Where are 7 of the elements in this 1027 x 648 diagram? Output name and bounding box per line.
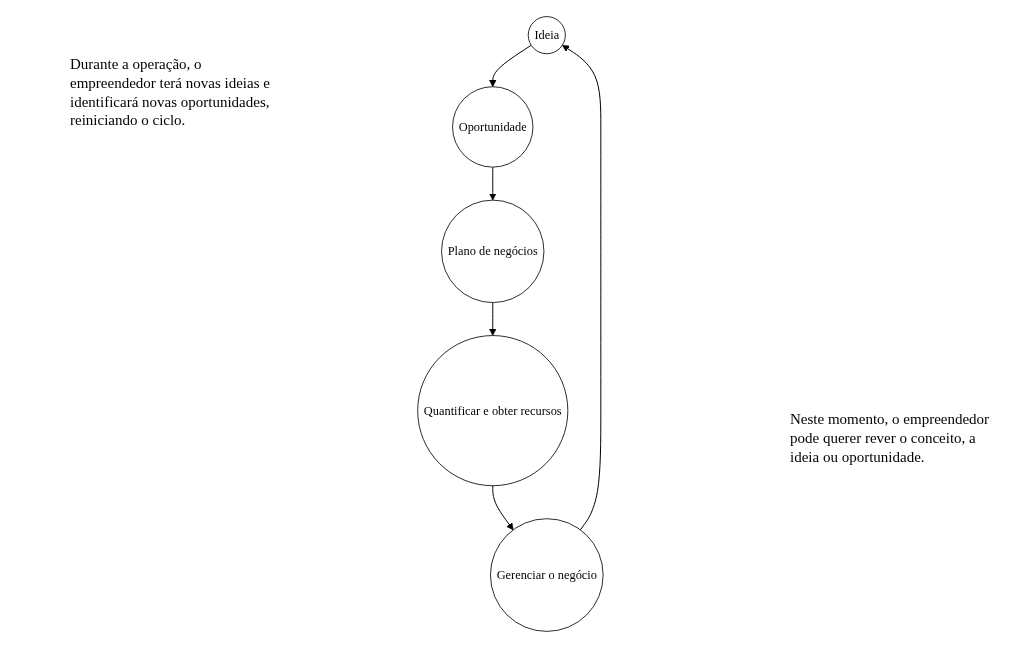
node-circle: Gerenciar o negócio: [489, 518, 604, 632]
note-text: Durante a operação, o empreendedor terá novas ideias e identificará novas oportunidades, reiniciando o ciclo.: [70, 55, 270, 130]
note-text: Neste momento, o empreendedor pode querer rever o conceito, a ideia ou oportunidade.: [790, 410, 990, 467]
node-circle: Plano de negócios: [440, 199, 544, 303]
node-circle: Ideia: [527, 16, 566, 55]
node-circle: Oportunidade: [451, 86, 533, 168]
node-circle: Quantificar e obter recursos: [416, 335, 568, 487]
